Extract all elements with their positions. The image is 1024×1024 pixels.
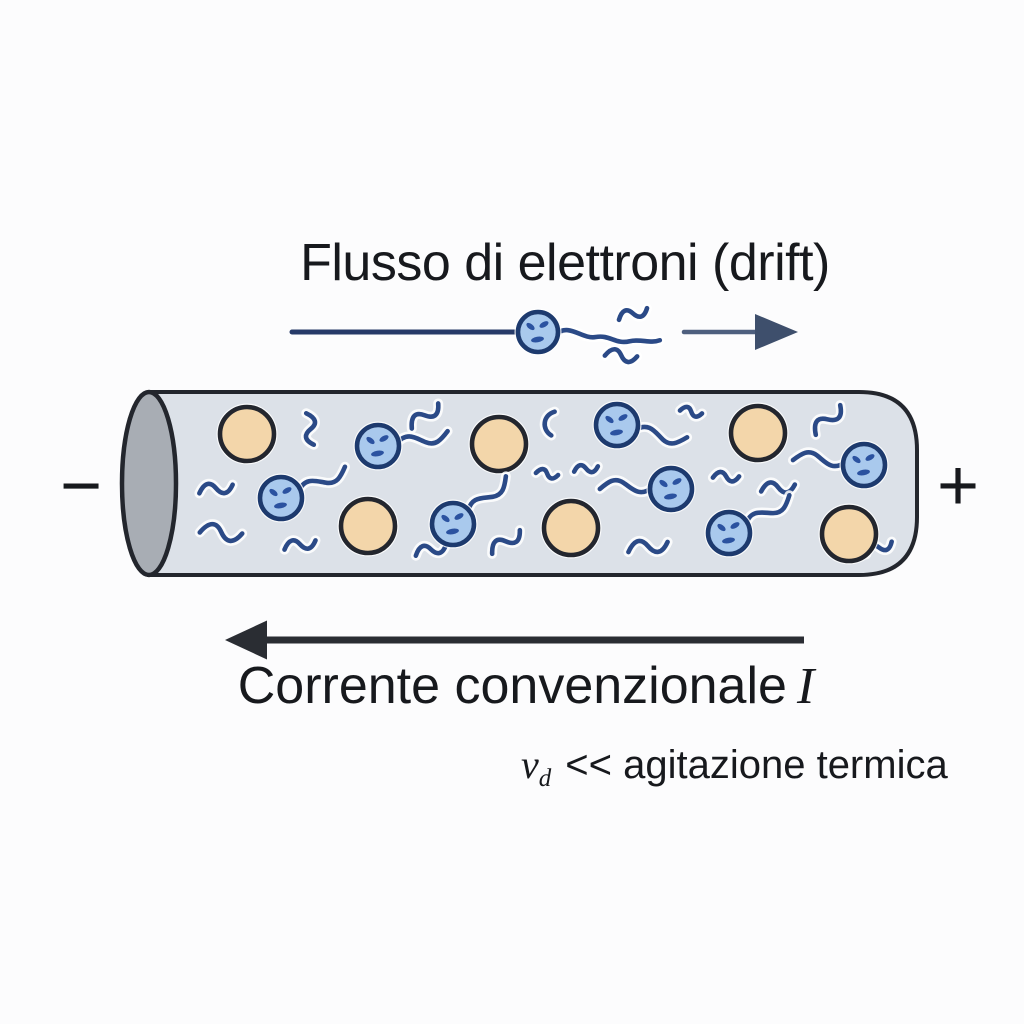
electron-mark <box>371 450 384 457</box>
electron-mark <box>730 522 740 529</box>
thermal-squiggle <box>303 410 318 448</box>
positive-ion <box>216 403 278 465</box>
electron-mark <box>526 322 535 331</box>
thermal-squiggle <box>602 346 640 365</box>
thermal-squiggle <box>533 466 561 481</box>
drift-electron-group <box>514 303 665 367</box>
positive-terminal: + <box>937 446 979 526</box>
electron-mark <box>722 537 735 544</box>
thermal-squiggle <box>197 521 245 544</box>
drift-velocity-subscript: d <box>538 765 552 792</box>
electron <box>787 440 889 490</box>
thermal-squiggle <box>197 481 235 496</box>
thermal-squiggle <box>571 462 601 475</box>
current-label-text: Corrente convenzionale <box>237 657 787 715</box>
electron <box>353 421 453 471</box>
drift-arrowhead <box>755 314 798 350</box>
thermal-squiggle <box>812 402 844 438</box>
electron-mark <box>610 429 623 436</box>
electron-mark <box>618 414 628 421</box>
electron <box>592 400 693 450</box>
electron <box>514 308 665 356</box>
positive-ion <box>818 503 880 565</box>
electron-flow-title: Flusso di elettroni (drift) <box>300 234 830 292</box>
electron <box>594 464 696 514</box>
thermal-squiggle <box>626 538 670 555</box>
electron-mark <box>366 436 375 445</box>
electron-mark <box>379 435 389 442</box>
thermal-squiggle <box>413 542 449 558</box>
electron <box>704 490 795 558</box>
electron-mark <box>282 487 292 494</box>
thermal-squiggle <box>616 305 650 323</box>
electron-drift-arrow <box>289 303 798 367</box>
thermal-squiggle <box>282 538 318 552</box>
electron-mark <box>852 455 861 464</box>
electron-mark <box>605 415 614 424</box>
electron-mark <box>454 513 464 520</box>
electron-mark <box>857 469 870 476</box>
thermal-squiggle <box>542 409 557 438</box>
tube-end-cap <box>119 389 179 578</box>
thermal-squiggle <box>489 527 523 557</box>
electron-mark <box>269 488 278 497</box>
electron-mark <box>531 336 544 343</box>
electron-mark <box>274 502 287 509</box>
electron-mark <box>717 523 726 532</box>
electron-mark <box>865 454 875 461</box>
thermal-squiggle <box>409 401 441 431</box>
thermal-squiggle <box>677 404 705 419</box>
drift-velocity-comparison: << agitazione termica <box>565 743 948 787</box>
thermal-squiggle <box>710 469 742 484</box>
electron-mark <box>446 528 459 535</box>
electron <box>428 471 511 549</box>
drift-velocity-note: vd << agitazione termica <box>521 741 948 793</box>
current-arrowhead <box>225 620 267 660</box>
positive-ion <box>540 497 602 559</box>
electron-mark <box>441 514 450 523</box>
positive-ion <box>337 495 399 557</box>
electron <box>256 461 350 523</box>
particles-layer <box>194 398 897 565</box>
electron-mark <box>672 478 682 485</box>
current-symbol: I <box>796 658 815 715</box>
positive-ion <box>468 413 530 475</box>
electron-mark <box>664 493 677 500</box>
drift-velocity-symbol: v <box>521 742 539 787</box>
electron-mark <box>539 321 549 328</box>
conventional-current-arrow <box>225 620 804 660</box>
positive-ion <box>727 402 789 464</box>
electron-mark <box>659 479 668 488</box>
negative-terminal: − <box>60 446 102 526</box>
